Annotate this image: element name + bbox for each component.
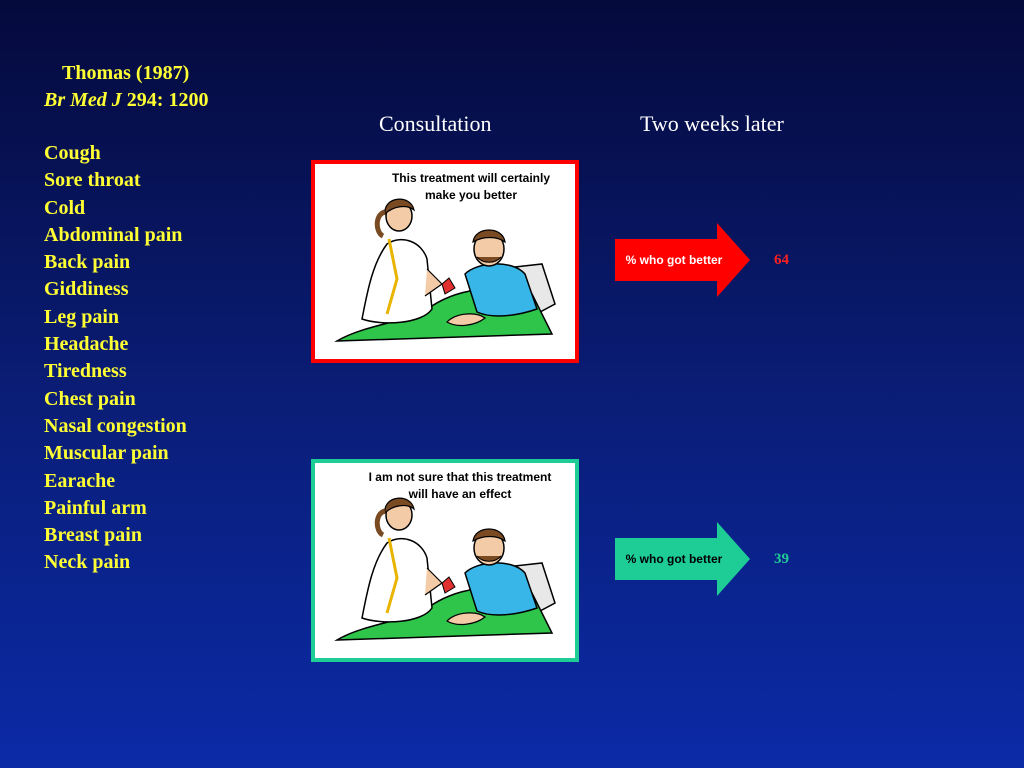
positive-speech: This treatment will certainly make you b…	[371, 170, 571, 204]
symptom-item: Earache	[44, 469, 116, 492]
positive-consultation-panel: This treatment will certainly make you b…	[311, 160, 579, 363]
symptom-item: Headache	[44, 333, 129, 356]
right-arrow-icon	[615, 522, 750, 596]
uncertain-result-arrow: % who got better	[615, 522, 750, 596]
symptom-item: Abdominal pain	[44, 223, 183, 246]
uncertain-arrow-label: % who got better	[625, 552, 723, 566]
doctor-patient-illustration	[334, 497, 556, 641]
symptom-item: Chest pain	[44, 387, 136, 410]
symptom-item: Painful arm	[44, 496, 147, 519]
citation-journal: Br Med J	[44, 89, 122, 111]
positive-speech-line: make you better	[424, 188, 518, 202]
uncertain-consultation-panel: I am not sure that this treatment will h…	[311, 459, 579, 662]
uncertain-speech: I am not sure that this treatment will h…	[345, 469, 575, 503]
positive-result-value: 64	[774, 252, 789, 268]
symptom-item: Back pain	[44, 251, 131, 274]
right-arrow-icon	[615, 223, 750, 297]
doctor-patient-illustration	[334, 198, 556, 342]
symptom-list: Cough Sore throat Cold Abdominal pain Ba…	[44, 140, 187, 577]
uncertain-speech-line: will have an effect	[408, 487, 512, 501]
symptom-item: Nasal congestion	[44, 414, 187, 437]
positive-speech-line: This treatment will certainly	[391, 171, 551, 185]
symptom-item: Giddiness	[44, 278, 129, 301]
symptom-item: Cough	[44, 142, 101, 164]
symptom-item: Leg pain	[44, 305, 120, 328]
symptom-item: Tiredness	[44, 360, 127, 383]
positive-result-arrow: % who got better	[615, 223, 750, 297]
positive-arrow-label: % who got better	[625, 253, 723, 267]
symptom-item: Cold	[44, 196, 86, 219]
uncertain-speech-line: I am not sure that this treatment	[368, 470, 552, 484]
citation-source: Br Med J 294: 1200	[44, 87, 208, 114]
citation-ref: 294: 1200	[121, 89, 209, 111]
consultation-heading: Consultation	[379, 111, 492, 136]
symptom-item: Neck pain	[44, 551, 131, 574]
citation: Thomas (1987) Br Med J 294: 1200	[44, 60, 208, 114]
citation-author: Thomas (1987)	[62, 62, 190, 84]
symptom-item: Sore throat	[44, 169, 141, 192]
two-weeks-later-heading: Two weeks later	[640, 111, 784, 136]
symptom-item: Muscular pain	[44, 442, 169, 465]
uncertain-result-value: 39	[774, 551, 789, 567]
symptom-item: Breast pain	[44, 524, 142, 547]
